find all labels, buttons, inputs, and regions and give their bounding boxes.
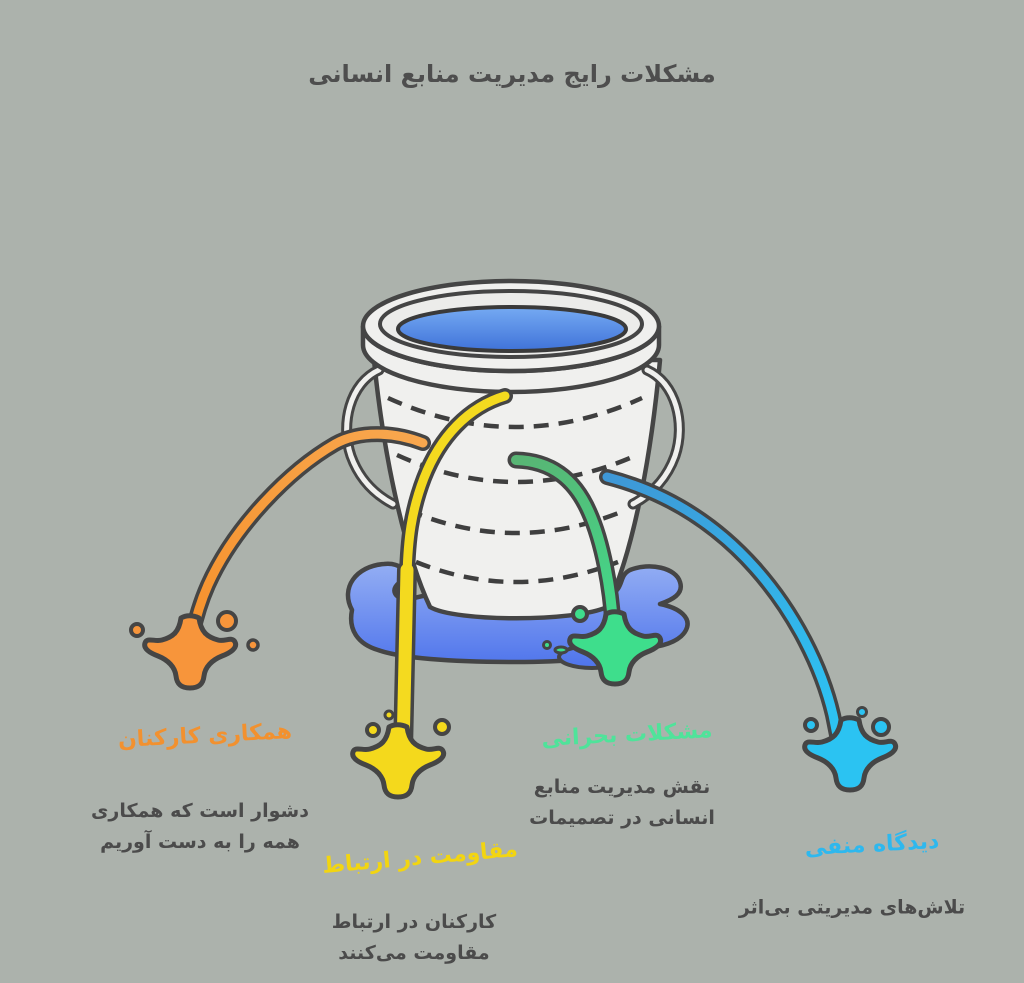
desc-line: مقاومت می‌کنند	[338, 942, 490, 964]
desc-line: دشوار است که همکاری	[91, 800, 309, 822]
stream-blue	[599, 469, 847, 753]
stream-yellow	[393, 388, 513, 760]
desc-line: کارکنان در ارتباط	[331, 911, 497, 933]
bucket-water-surface	[396, 305, 628, 353]
desc-line: انسانی در تصمیمات	[529, 807, 715, 829]
splash-orange	[129, 610, 260, 688]
bucket-handle-left	[341, 364, 399, 510]
desc-employee-cooperation: دشوار است که همکاری همه را به دست آوریم	[91, 796, 309, 858]
splash-yellow	[353, 709, 451, 797]
desc-line: نقش مدیریت منابع	[533, 776, 711, 798]
bucket-rim	[360, 278, 662, 395]
green-droplet	[571, 605, 589, 623]
page-title: مشکلات رایج مدیریت منابع انسانی	[308, 60, 716, 88]
stream-orange	[183, 426, 431, 649]
desc-line: همه را به دست آوریم	[100, 831, 300, 853]
desc-line: تلاش‌های مدیریتی بی‌اثر	[738, 896, 966, 919]
stream-green	[507, 451, 623, 659]
desc-critical-problems: نقش مدیریت منابع انسانی در تصمیمات	[529, 772, 715, 834]
desc-negative-view: تلاش‌های مدیریتی بی‌اثر	[739, 893, 965, 924]
desc-communication-resistance: کارکنان در ارتباط مقاومت می‌کنند	[332, 907, 496, 969]
splash-blue	[805, 706, 896, 791]
